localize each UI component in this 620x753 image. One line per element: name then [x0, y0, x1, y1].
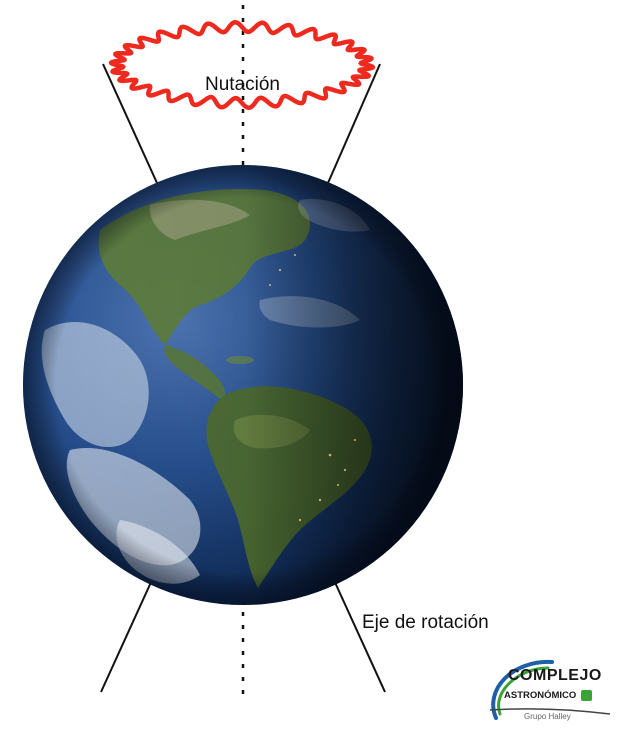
- rotation-axis-label: Eje de rotación: [362, 612, 489, 633]
- nutation-label: Nutación: [205, 74, 280, 95]
- cone-line-top-right: [327, 63, 381, 184]
- cone-line-top-left: [102, 63, 158, 184]
- logo-group-name: Grupo Halley: [524, 712, 571, 721]
- nutation-ring: [108, 19, 376, 111]
- logo-swoosh-icon: [489, 659, 611, 720]
- observatory-logo-icon: COMPLEJO ASTRONÓMICO Grupo Halley: [482, 650, 612, 740]
- logo-badge-icon: [581, 690, 592, 701]
- earth-globe-icon: [23, 165, 463, 605]
- logo-subtitle: ASTRONÓMICO: [504, 690, 577, 701]
- logo-title: COMPLEJO: [508, 667, 602, 684]
- cone-line-bottom-left: [100, 579, 153, 693]
- cone-line-bottom-right: [332, 577, 386, 693]
